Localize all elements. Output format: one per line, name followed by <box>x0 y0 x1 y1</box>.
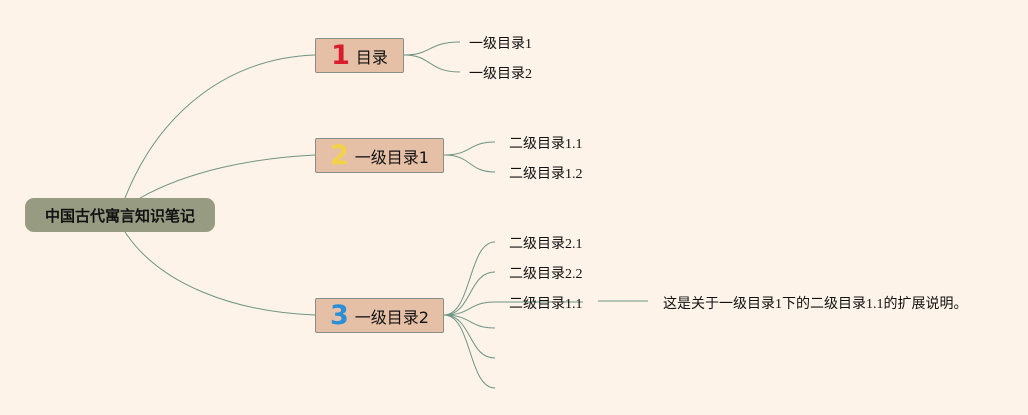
subtopic[interactable]: 一级目录2 <box>469 67 532 82</box>
branch-topic-level1-2[interactable]: 3 一级目录2 <box>315 298 444 333</box>
connector-subtopic-2 <box>443 301 583 316</box>
connector-subtopic-1 <box>403 54 461 73</box>
subtopic[interactable]: 二级目录1.1 <box>509 297 583 312</box>
priority-1-icon: 1 <box>331 40 350 71</box>
subtopic[interactable]: 一级目录1 <box>469 37 532 52</box>
connector-subtopic-0 <box>443 141 496 156</box>
branch-topic-label: 一级目录2 <box>354 307 429 327</box>
connector-subtopic-1 <box>443 271 496 316</box>
subtopic[interactable]: 二级目录1.2 <box>509 167 583 182</box>
connector-subtopic-3 <box>443 314 496 329</box>
connector-subtopic-1 <box>443 154 496 173</box>
branch-topic-label: 一级目录1 <box>354 147 429 167</box>
subtopic[interactable]: 二级目录1.1 <box>509 137 583 152</box>
connector-root-branch-2 <box>139 154 316 199</box>
connector-subtopic-4 <box>443 314 496 359</box>
root-topic[interactable]: 中国古代寓言知识笔记 <box>25 198 215 232</box>
branch-topic-level1-1[interactable]: 2 一级目录1 <box>315 138 444 173</box>
branch-topic-contents[interactable]: 1 目录 <box>315 38 404 73</box>
priority-3-icon: 3 <box>330 300 349 331</box>
extension-note[interactable]: 这是关于一级目录1下的二级目录1.1的扩展说明。 <box>663 297 968 312</box>
connector-subtopic-0 <box>403 41 461 56</box>
subtopic[interactable]: 二级目录2.2 <box>509 267 583 282</box>
subtopic[interactable]: 二级目录2.1 <box>509 237 583 252</box>
branch-topic-label: 目录 <box>355 47 388 67</box>
root-topic-label: 中国古代寓言知识笔记 <box>44 206 195 225</box>
connector-root-branch-3 <box>124 231 316 316</box>
connector-subtopic-5 <box>443 314 496 389</box>
priority-2-icon: 2 <box>330 140 349 171</box>
connector-root-branch-1 <box>124 54 316 199</box>
connector-subtopic-0 <box>443 241 496 316</box>
